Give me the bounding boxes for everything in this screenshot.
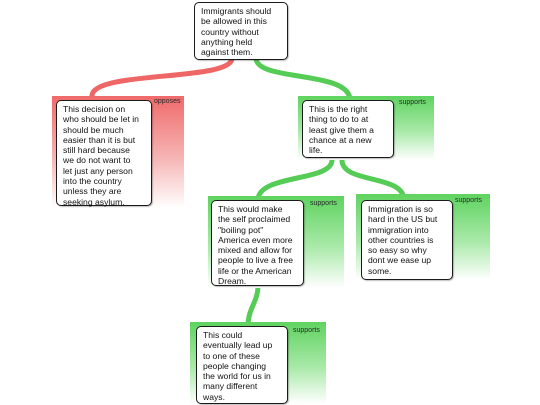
connector-right-thing-to-immigration-hard [339, 157, 407, 203]
connector-right-thing-to-boiling-pot [255, 157, 335, 203]
argument-card-asylum[interactable]: This decision on who should be let in sh… [56, 100, 152, 207]
opposes-label: opposes [154, 98, 181, 105]
supports-label-boiling-pot: supports [310, 200, 337, 207]
argument-card-immigration-hard[interactable]: Immigration is so hard in the US but imm… [361, 200, 453, 280]
supports-label-immigration-hard: supports [455, 197, 482, 204]
root-claim-card[interactable]: Immigrants should be allowed in this cou… [194, 2, 288, 60]
connector-root-to-supports [253, 55, 353, 103]
supports-label-change-world: supports [293, 327, 320, 334]
argument-card-right-thing[interactable]: This is the right thing to do to at leas… [302, 100, 394, 158]
supports-label-right-thing: supports [399, 99, 426, 106]
connector-boiling-pot-to-change-world [245, 283, 261, 329]
argument-card-boiling-pot[interactable]: This would make the self proclaimed "boi… [211, 200, 304, 286]
argument-card-change-world[interactable]: This could eventually lead up to one of … [196, 326, 288, 404]
connector-root-to-opposes [89, 55, 235, 99]
